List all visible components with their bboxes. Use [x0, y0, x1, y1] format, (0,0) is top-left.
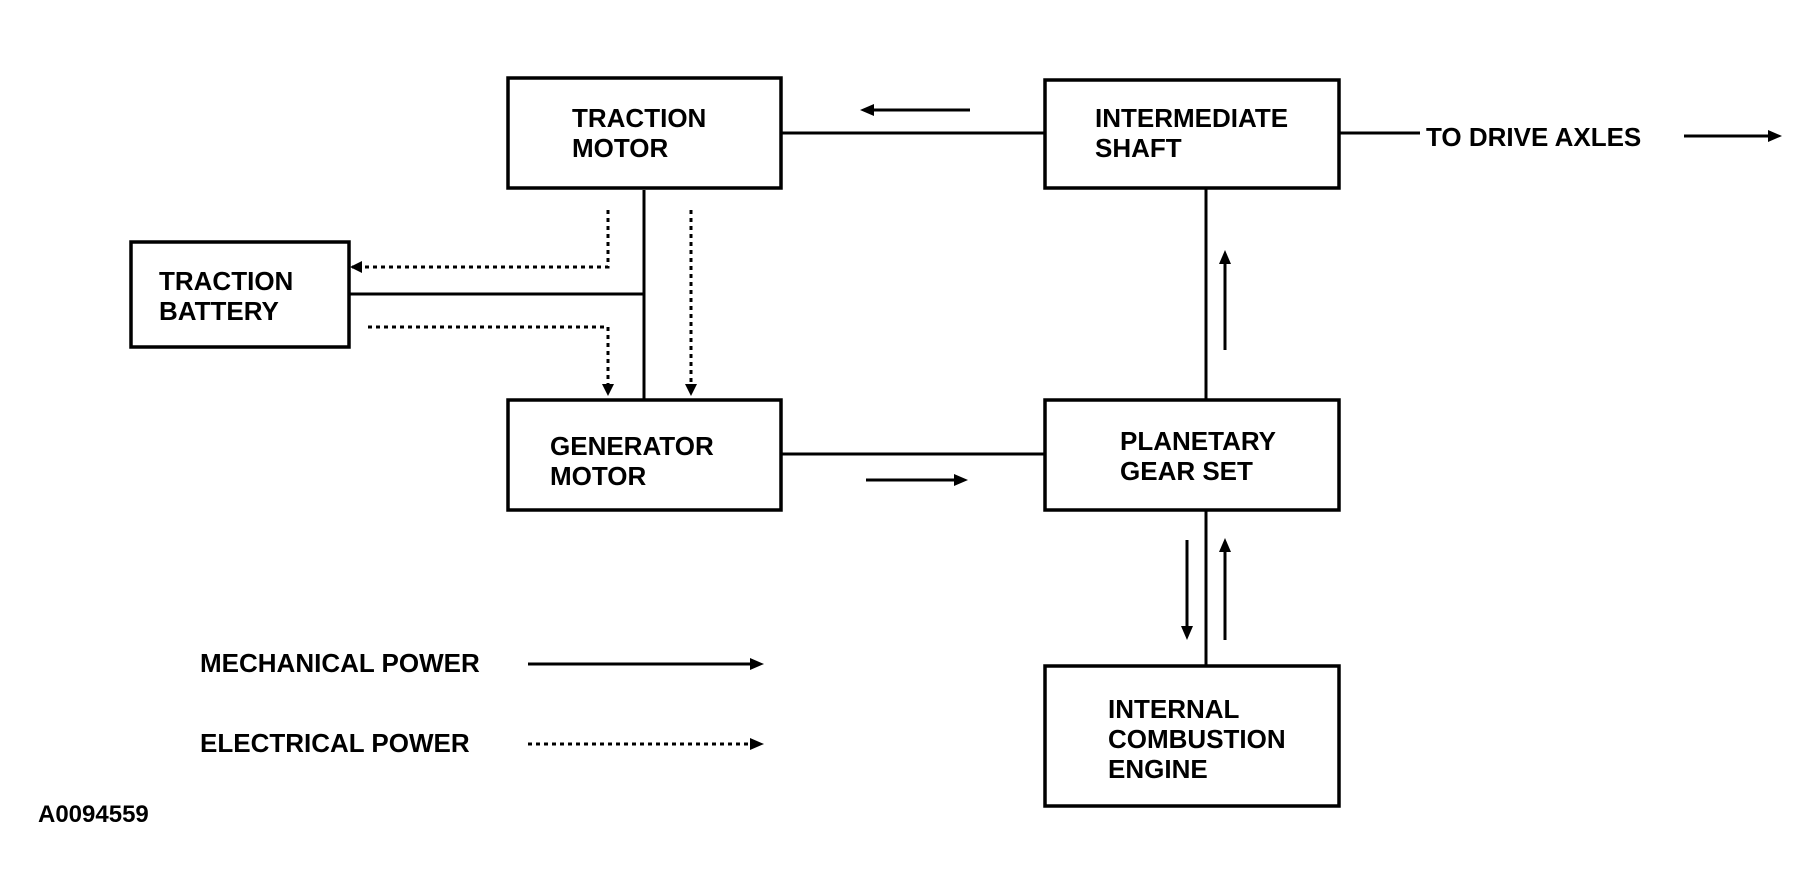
intermediate-shaft-label-line1: INTERMEDIATE — [1095, 103, 1288, 133]
engine-label-line1: INTERNAL — [1108, 694, 1240, 724]
intermediate-shaft-label-line2: SHAFT — [1095, 133, 1182, 163]
flow-arrowhead-up-shaft — [1219, 250, 1231, 264]
elec-arrowhead-to-generator — [602, 384, 614, 396]
planetary-gear-set-label-line1: PLANETARY — [1120, 426, 1276, 456]
block-traction-battery: TRACTION BATTERY — [129, 240, 351, 349]
elec-arrowhead-down-generator — [685, 384, 697, 396]
traction-motor-label-line2: MOTOR — [572, 133, 669, 163]
block-planetary-gear-set: PLANETARY GEAR SET — [1043, 398, 1341, 512]
block-intermediate-shaft: INTERMEDIATE SHAFT — [1043, 78, 1341, 190]
legend-mechanical-label: MECHANICAL POWER — [200, 648, 480, 678]
legend-mechanical-arrowhead — [750, 658, 764, 670]
legend: MECHANICAL POWER ELECTRICAL POWER — [200, 648, 764, 758]
flow-arrowhead-down-engine — [1181, 626, 1193, 640]
traction-battery-label-line1: TRACTION — [159, 266, 293, 296]
legend-electrical-label: ELECTRICAL POWER — [200, 728, 470, 758]
elec-traction-motor-to-battery — [352, 210, 610, 269]
flow-arrowhead-up-engine — [1219, 538, 1231, 552]
generator-motor-label-line2: MOTOR — [550, 461, 647, 491]
elec-arrowhead-to-battery — [350, 261, 362, 273]
planetary-gear-set-label-line2: GEAR SET — [1120, 456, 1253, 486]
traction-battery-label-line2: BATTERY — [159, 296, 279, 326]
generator-motor-label-line1: GENERATOR — [550, 431, 714, 461]
flow-arrowhead-right — [954, 474, 968, 486]
flow-arrowhead-left — [860, 104, 874, 116]
engine-label-line3: ENGINE — [1108, 754, 1208, 784]
block-traction-motor: TRACTION MOTOR — [506, 76, 783, 190]
flow-arrowhead-drive-axles — [1768, 130, 1782, 142]
block-internal-combustion-engine: INTERNAL COMBUSTION ENGINE — [1043, 664, 1341, 808]
traction-motor-label-line1: TRACTION — [572, 103, 706, 133]
block-generator-motor: GENERATOR MOTOR — [506, 398, 783, 512]
figure-id: A0094559 — [38, 801, 149, 828]
drive-axles-label: TO DRIVE AXLES — [1426, 122, 1641, 152]
engine-label-line2: COMBUSTION — [1108, 724, 1286, 754]
elec-battery-to-generator — [368, 325, 610, 384]
legend-electrical-arrowhead — [750, 738, 764, 750]
